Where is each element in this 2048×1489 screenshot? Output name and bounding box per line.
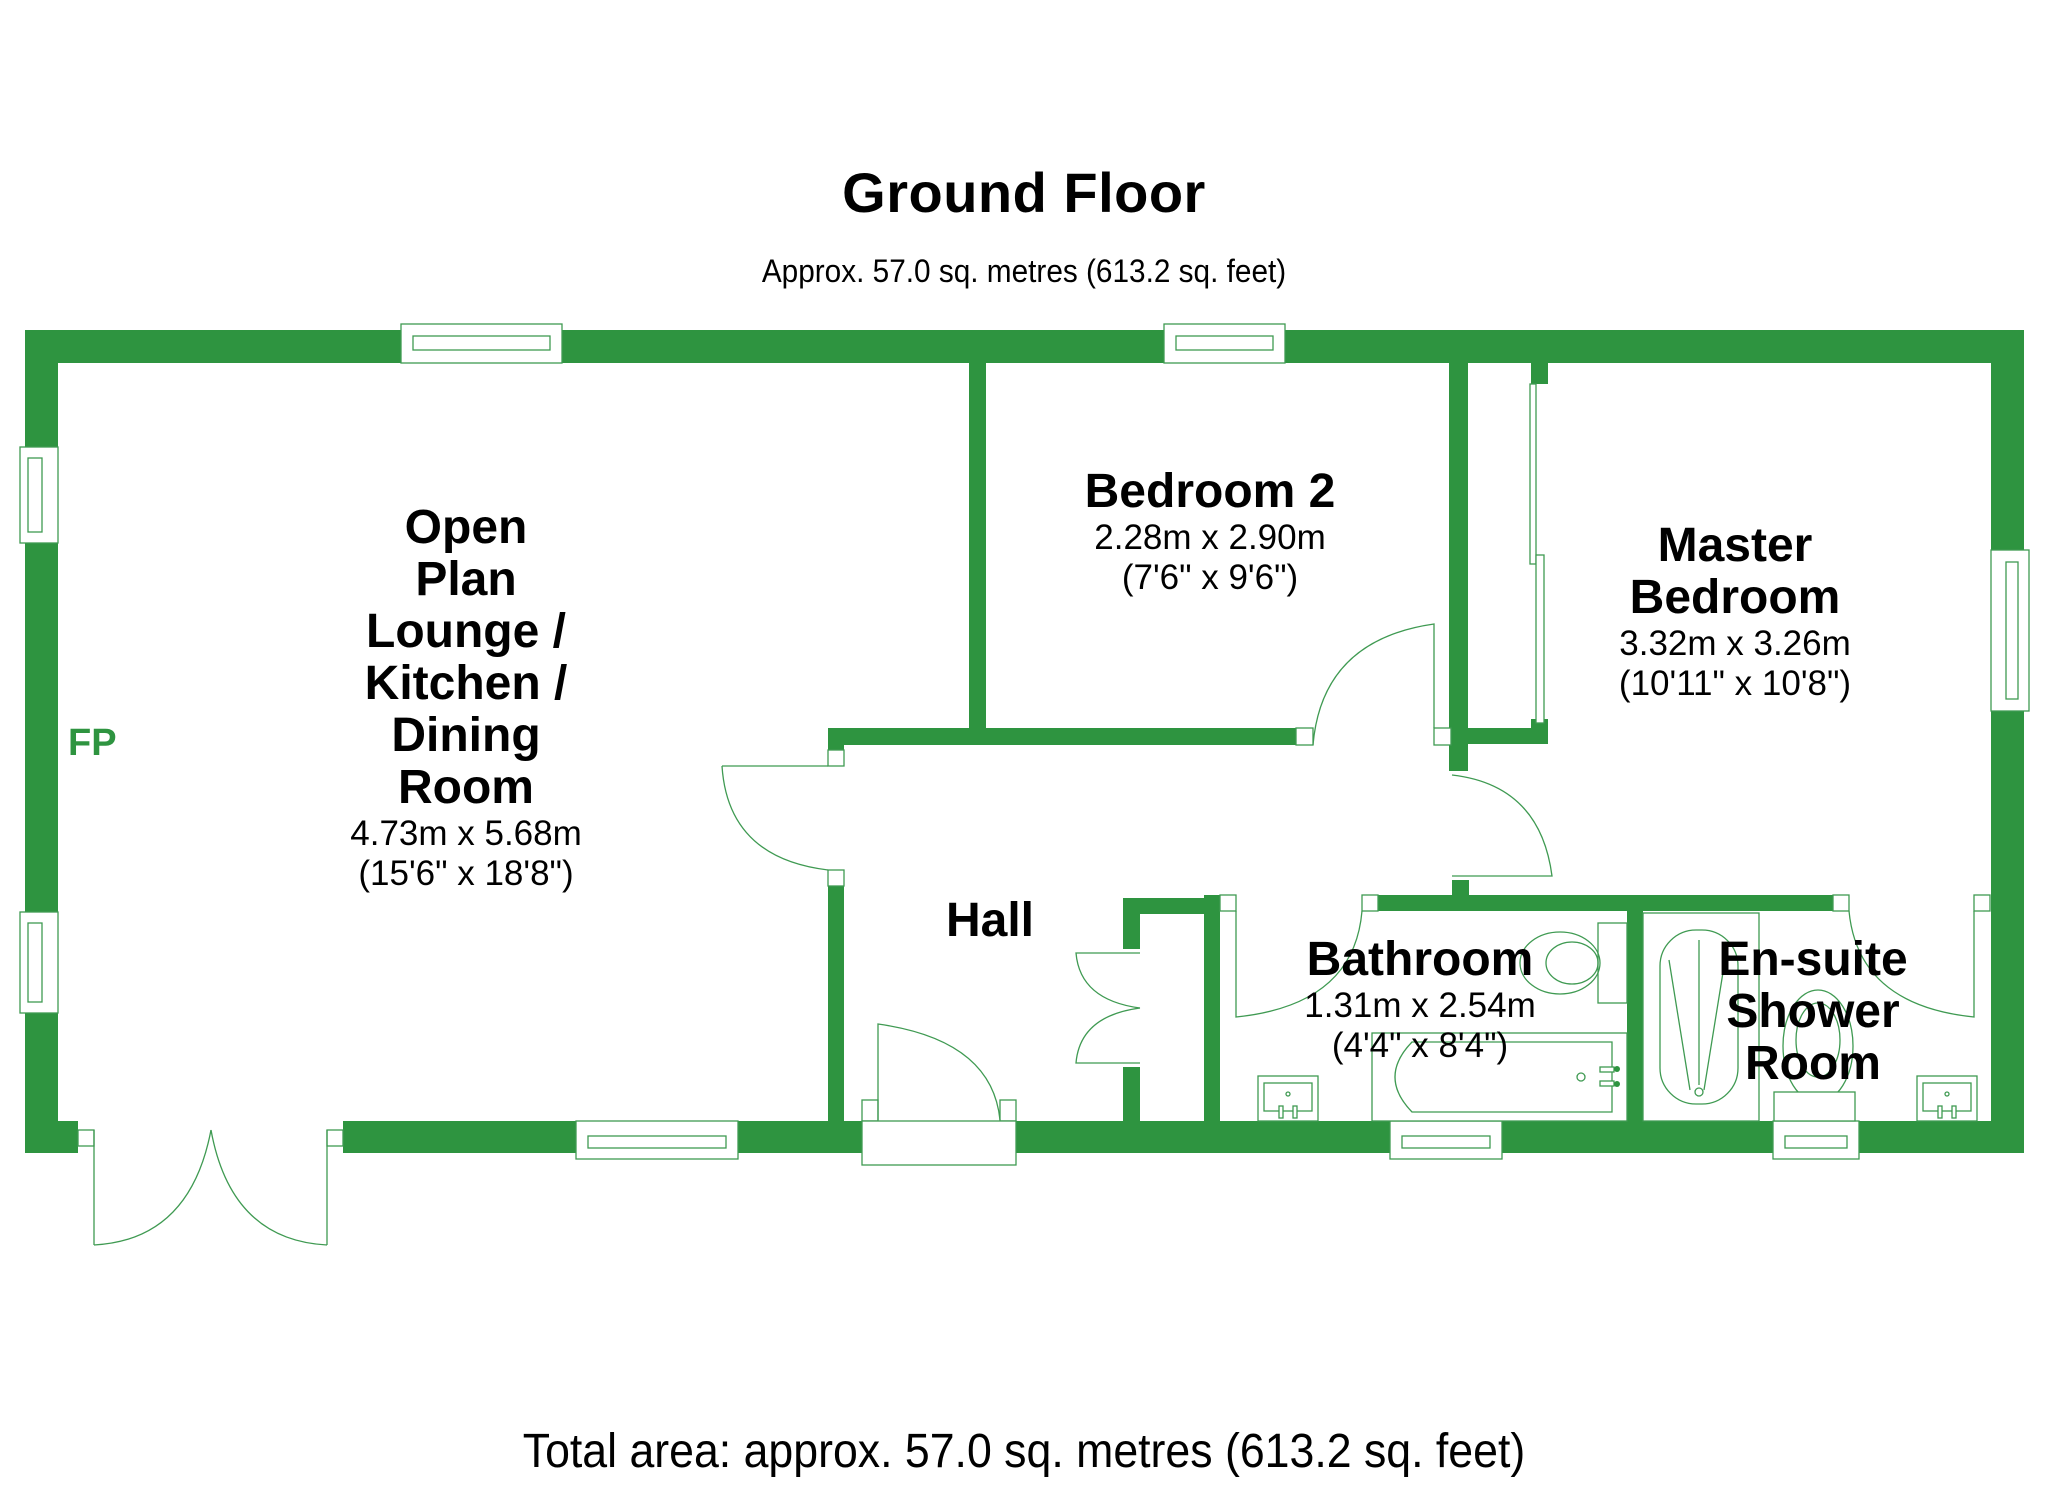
room-name: Hall [945,894,1035,947]
room-name-line: Shower [1726,985,1900,1038]
fireplace-label: FP [68,722,117,764]
room-name-line: En-suite [1718,933,1908,986]
room-name-line: Master [1657,519,1813,572]
floor-title: Ground Floor [842,161,1206,224]
room-dimensions-metric: 3.32m x 3.26m [1619,624,1851,663]
room-label-lounge: Open Plan Lounge / Kitchen / Dining Room… [306,502,626,894]
room-dimensions-imperial: (4'4" x 8'4") [1331,1026,1509,1065]
room-name-line: Lounge / [366,605,566,658]
room-label-bedroom-2: Bedroom 2 2.28m x 2.90m (7'6" x 9'6") [1050,466,1370,598]
room-name-line: Open [404,501,528,554]
room-name-line: Bedroom [1629,571,1841,624]
windows [19,323,2030,1160]
room-label-bathroom: Bathroom 1.31m x 2.54m (4'4" x 8'4") [1260,934,1580,1066]
total-area: Total area: approx. 57.0 sq. metres (613… [522,1425,1526,1478]
room-name-line: Room [1745,1037,1881,1090]
room-label-hall: Hall [890,895,1090,947]
room-dimensions-imperial: (7'6" x 9'6") [1121,558,1299,597]
room-name: Bathroom [1306,933,1534,986]
room-name-line: Plan [415,553,517,606]
doors [77,383,1991,1246]
room-name-line: Dining [391,709,541,762]
room-dimensions-metric: 4.73m x 5.68m [350,814,582,853]
room-name-line: Kitchen / [364,657,568,710]
room-name-line: Room [398,761,534,814]
room-dimensions-imperial: (15'6" x 18'8") [358,854,574,893]
room-name: Bedroom 2 [1084,465,1336,518]
interior-walls [828,362,1833,1123]
outer-walls [25,330,2024,1153]
room-dimensions-imperial: (10'11" x 10'8") [1618,664,1852,703]
room-label-ensuite: En-suite Shower Room [1673,934,1953,1090]
floor-area-subtitle: Approx. 57.0 sq. metres (613.2 sq. feet) [761,253,1287,289]
ensuite-fixtures [1642,912,1978,1122]
room-dimensions-metric: 2.28m x 2.90m [1094,518,1326,557]
room-dimensions-metric: 1.31m x 2.54m [1304,986,1536,1025]
room-label-master-bedroom: Master Bedroom 3.32m x 3.26m (10'11" x 1… [1575,520,1895,704]
bathroom-fixtures [1257,922,1628,1122]
